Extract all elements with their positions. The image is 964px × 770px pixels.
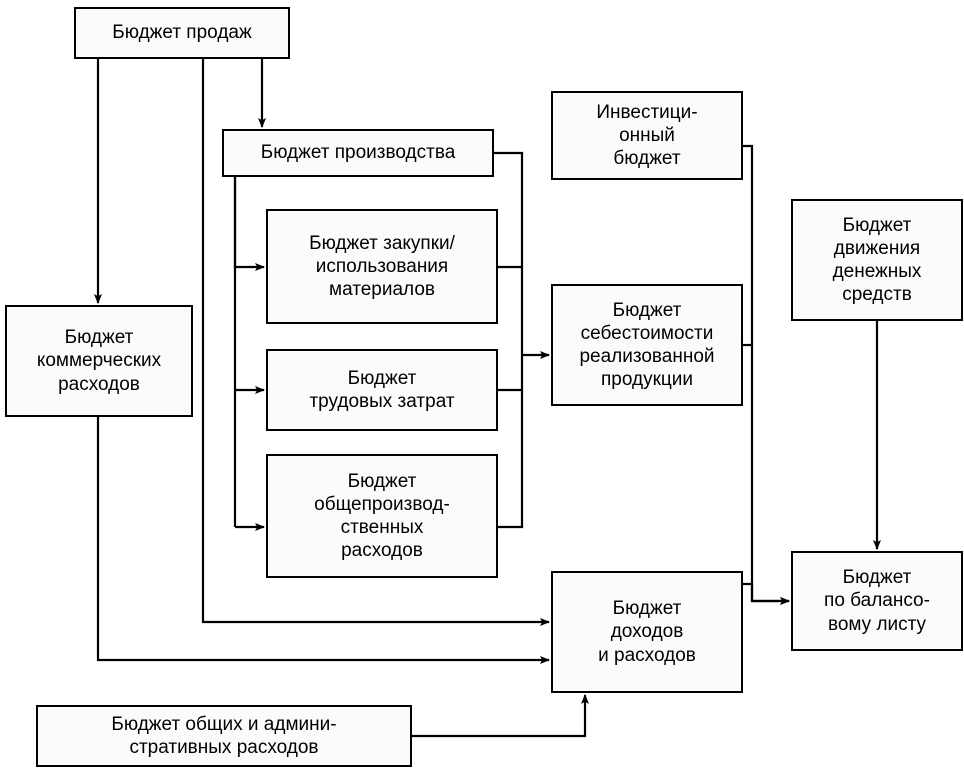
node-sales[interactable]: Бюджет продаж [74,7,290,59]
node-labor[interactable]: Бюджет трудовых затрат [266,349,498,431]
node-production[interactable]: Бюджет производства [222,129,494,177]
node-income[interactable]: Бюджет доходов и расходов [551,571,743,693]
node-label-admin: Бюджет общих и админи- стративных расход… [111,713,337,758]
node-label-overhead: Бюджет общепроизвод- ственных расходов [314,470,450,562]
node-investment[interactable]: Инвестици- онный бюджет [551,91,743,180]
node-balance[interactable]: Бюджет по балансо- вому листу [791,551,963,651]
edge-production-right-to-cogs-bus [494,151,524,355]
node-label-income: Бюджет доходов и расходов [598,598,696,666]
edge-investment-to-balance [743,144,790,605]
node-label-selling: Бюджет коммерческих расходов [36,327,162,395]
node-label-cogs: Бюджет себестоимости реализованной проду… [579,299,715,391]
edge-overhead-right-to-bus [498,355,524,529]
edge-income-to-balance [743,582,790,605]
node-label-investment: Инвестици- онный бюджет [596,101,698,170]
edge-production-to-materials [233,177,265,271]
node-selling[interactable]: Бюджет коммерческих расходов [5,305,193,417]
node-label-cashflow: Бюджет движения денежных средств [832,214,922,306]
node-materials[interactable]: Бюджет закупки/ использования материалов [266,209,498,324]
node-label-materials: Бюджет закупки/ использования материалов [309,232,455,301]
edge-admin-to-income [412,694,589,738]
node-overhead[interactable]: Бюджет общепроизвод- ственных расходов [266,454,498,578]
node-label-labor: Бюджет трудовых затрат [309,367,455,412]
node-label-production: Бюджет производства [260,142,456,164]
node-label-sales: Бюджет продаж [112,22,252,44]
node-admin[interactable]: Бюджет общих и админи- стративных расход… [36,705,412,767]
node-cashflow[interactable]: Бюджет движения денежных средств [791,199,963,321]
node-label-balance: Бюджет по балансо- вому листу [824,567,930,635]
node-cogs[interactable]: Бюджет себестоимости реализованной проду… [551,284,743,406]
